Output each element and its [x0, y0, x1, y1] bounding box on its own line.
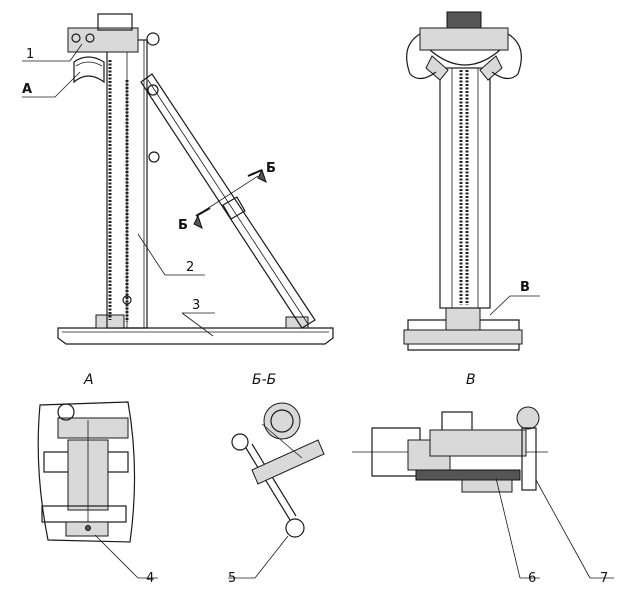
- section-marks: [193, 168, 267, 229]
- side-view: [57, 13, 334, 345]
- label-5: 5: [228, 571, 236, 586]
- label-4: 4: [146, 571, 154, 586]
- front-view: [403, 11, 523, 351]
- label-v: В: [520, 280, 530, 295]
- label-b-lower: Б: [178, 218, 188, 233]
- title-detail-a: А: [83, 372, 94, 388]
- label-2: 2: [186, 260, 194, 275]
- title-detail-v: В: [466, 372, 476, 388]
- section-bb-view: [228, 402, 325, 579]
- label-3: 3: [192, 298, 200, 313]
- detail-v-view: [352, 406, 614, 579]
- title-section-bb: Б-Б: [252, 372, 276, 388]
- label-a: А: [22, 82, 32, 97]
- label-6: 6: [528, 571, 536, 586]
- label-1: 1: [26, 47, 34, 62]
- leader-v: [489, 295, 540, 316]
- detail-a-view: [37, 401, 158, 579]
- leaders-left: [22, 43, 215, 337]
- label-7: 7: [600, 571, 608, 586]
- label-b-upper: Б: [266, 161, 276, 176]
